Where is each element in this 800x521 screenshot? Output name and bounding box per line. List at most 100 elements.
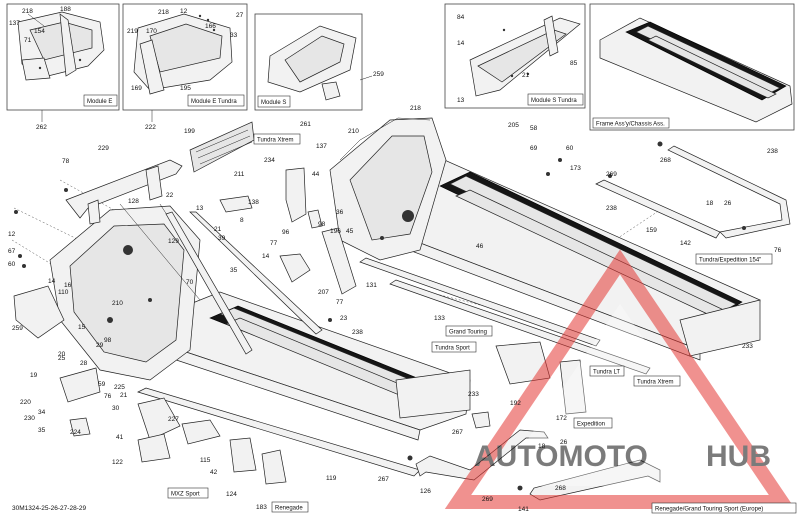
inset-frame-assembly: Frame Ass'y/Chassis Ass.: [589, 3, 795, 131]
callout: 218: [22, 8, 33, 15]
callout-number: 207: [318, 289, 329, 296]
callout-number: 96: [282, 229, 290, 236]
callout-number: 21: [120, 392, 128, 399]
callout-number: 238: [352, 329, 363, 336]
callout-number: 58: [530, 125, 538, 132]
callout-number: 119: [326, 475, 337, 482]
callout-number: 18: [538, 443, 546, 450]
callout-number: 98: [104, 337, 112, 344]
inset-callout: 222: [145, 124, 156, 131]
watermark-text-hub: HUB: [706, 440, 771, 473]
callout-number: 233: [468, 391, 479, 398]
callout-number: 259: [12, 325, 23, 332]
callout: 71: [24, 37, 32, 44]
diagram-id: 30M1324-25-26-27-28-29: [12, 505, 86, 512]
callout-number: 36: [336, 209, 344, 216]
callout-number: 19: [30, 372, 38, 379]
callout-number: 60: [8, 261, 16, 268]
callout-number: 110: [58, 289, 69, 296]
callout-number: 70: [186, 279, 194, 286]
callout: 137: [9, 20, 20, 27]
variant-tag: Tundra/Expedition 154": [699, 258, 761, 264]
inset-module-e-tundra: 218 219 170 12 166 27 33 169 195 Module …: [122, 3, 248, 111]
callout-number: 60: [566, 145, 574, 152]
callout-number: 192: [510, 400, 521, 407]
panel-199: [189, 121, 255, 173]
callout-number: 183: [256, 504, 267, 511]
callout-number: 26: [560, 439, 568, 446]
callout-number: 30: [112, 405, 120, 412]
callout-number: 14: [262, 253, 270, 260]
callout-number: 21: [214, 226, 222, 233]
rear-bumper-renegade: [415, 429, 661, 501]
callout-number: 227: [168, 416, 179, 423]
callout-number: 76: [104, 393, 112, 400]
rear-bumper-tundra: [595, 145, 791, 239]
callout-number: 267: [452, 429, 463, 436]
variant-tag: Tundra Sport: [435, 346, 470, 352]
inset-title: Module S Tundra: [531, 98, 577, 104]
callout-number: 41: [116, 434, 124, 441]
callout-number: 122: [112, 459, 123, 466]
front-frame-right: [329, 117, 447, 261]
variant-tag: Tundra Xtrem: [637, 380, 673, 386]
callout-number: 210: [112, 300, 123, 307]
callout-number: 29: [96, 342, 104, 349]
callout: 13: [457, 97, 465, 104]
callout-number: 224: [70, 429, 81, 436]
callout-number: 210: [348, 128, 359, 135]
callout-number: 141: [518, 506, 529, 513]
callout-number: 230: [24, 415, 35, 422]
callout: 259: [373, 71, 384, 78]
callout-number: 28: [80, 360, 88, 367]
callout-number: 15: [78, 324, 86, 331]
callout-number: 46: [476, 243, 484, 250]
inset-module-e: 218 188 137 154 71 Module E: [6, 3, 120, 111]
callout-number: 22: [166, 192, 174, 199]
callout-number: 267: [378, 476, 389, 483]
callout-number: 8: [240, 217, 244, 224]
callout-number: 131: [366, 282, 377, 289]
callout-number: 225: [114, 384, 125, 391]
callout-number: 238: [606, 205, 617, 212]
callout-number: 76: [774, 247, 782, 254]
callout: 166: [205, 23, 216, 30]
callout-number: 137: [316, 143, 327, 150]
inset-callout: 262: [36, 124, 47, 131]
callout-number: 12: [8, 231, 16, 238]
running-rails: [137, 257, 651, 477]
crossbar: [65, 159, 183, 225]
callout-number: 16: [64, 282, 72, 289]
callout-number: 269: [482, 496, 493, 503]
variant-tag: Renegade/Grand Touring Sport (Europe): [655, 507, 763, 513]
callout-number: 211: [234, 171, 245, 178]
inset-title: Module S: [261, 100, 286, 106]
variant-tags: Tundra Xtrem Tundra/Expedition 154" Gran…: [167, 133, 797, 514]
callout-number: 115: [200, 457, 211, 464]
variant-tag: Grand Touring: [449, 330, 487, 336]
brackets: [219, 167, 357, 295]
callout-number: 59: [98, 381, 106, 388]
callout: 14: [457, 40, 465, 47]
callout-number: 128: [128, 198, 139, 205]
callout-number: 129: [168, 238, 179, 245]
callout-number: 199: [184, 128, 195, 135]
variant-tag: Renegade: [275, 506, 303, 512]
callout-number: 159: [646, 227, 657, 234]
callout-number: 34: [38, 409, 46, 416]
inset-callout: 238: [767, 148, 778, 155]
callout: 170: [146, 28, 157, 35]
callout-number: 172: [556, 415, 567, 422]
callout-number: 196: [330, 228, 341, 235]
callout-number: 13: [196, 205, 204, 212]
callout-number: 124: [226, 491, 237, 498]
callout: 33: [230, 32, 238, 39]
inset-title: Module E Tundra: [191, 99, 237, 105]
variant-tag: Tundra Xtrem: [257, 138, 293, 144]
footrest-parts: [13, 285, 287, 485]
callout-number: 20: [58, 351, 66, 358]
callout-number: 14: [48, 278, 56, 285]
watermark-logo: AUTOMOTO HUB: [444, 249, 796, 509]
